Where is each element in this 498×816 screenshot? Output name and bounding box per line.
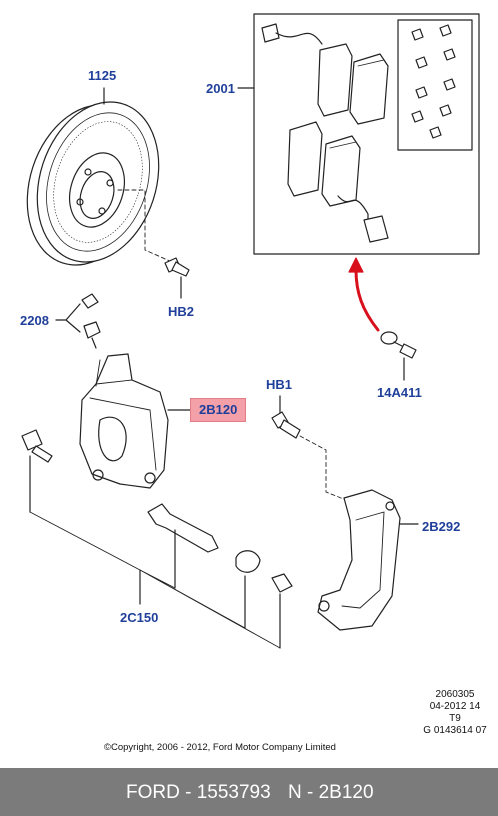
bleed-screw-2208	[55, 293, 101, 349]
copyright-notice: ©Copyright, 2006 - 2012, Ford Motor Comp…	[104, 742, 336, 753]
diagram-meta: 2060305 04-2012 14 T9 G 0143614 07	[416, 689, 494, 737]
brake-assembly-diagram	[21, 13, 480, 649]
bolt-hb2	[164, 257, 190, 299]
brake-disc	[26, 87, 160, 266]
callout-1125: 1125	[88, 68, 117, 83]
footer-reference: N - 2B120	[288, 782, 374, 803]
meta-line-3: T9	[449, 713, 461, 724]
callout-2b120-highlighted: 2B120	[190, 398, 247, 422]
callout-hb1: HB1	[266, 377, 293, 392]
caliper-carrier	[317, 489, 419, 631]
callout-14a411: 14A411	[377, 385, 422, 400]
callout-2001: 2001	[206, 81, 235, 96]
meta-line-2: 04-2012 14	[429, 701, 481, 712]
footer-part-number: FORD - 1553793	[126, 782, 271, 803]
bolt-hb1	[271, 395, 301, 439]
wear-indicator-14a411	[380, 331, 417, 381]
callout-2208: 2208	[20, 313, 49, 328]
callout-2c150: 2C150	[120, 610, 159, 625]
brake-caliper	[79, 353, 191, 489]
footer-bar: FORD - 1553793 N - 2B120	[0, 768, 498, 816]
meta-line-4: G 0143614 07	[423, 725, 487, 736]
callout-hb2: HB2	[168, 304, 195, 319]
meta-line-1: 2060305	[435, 689, 475, 700]
callout-2b292: 2B292	[422, 519, 461, 534]
brake-pads-kit	[237, 13, 480, 255]
guide-pin-kit	[21, 429, 293, 649]
